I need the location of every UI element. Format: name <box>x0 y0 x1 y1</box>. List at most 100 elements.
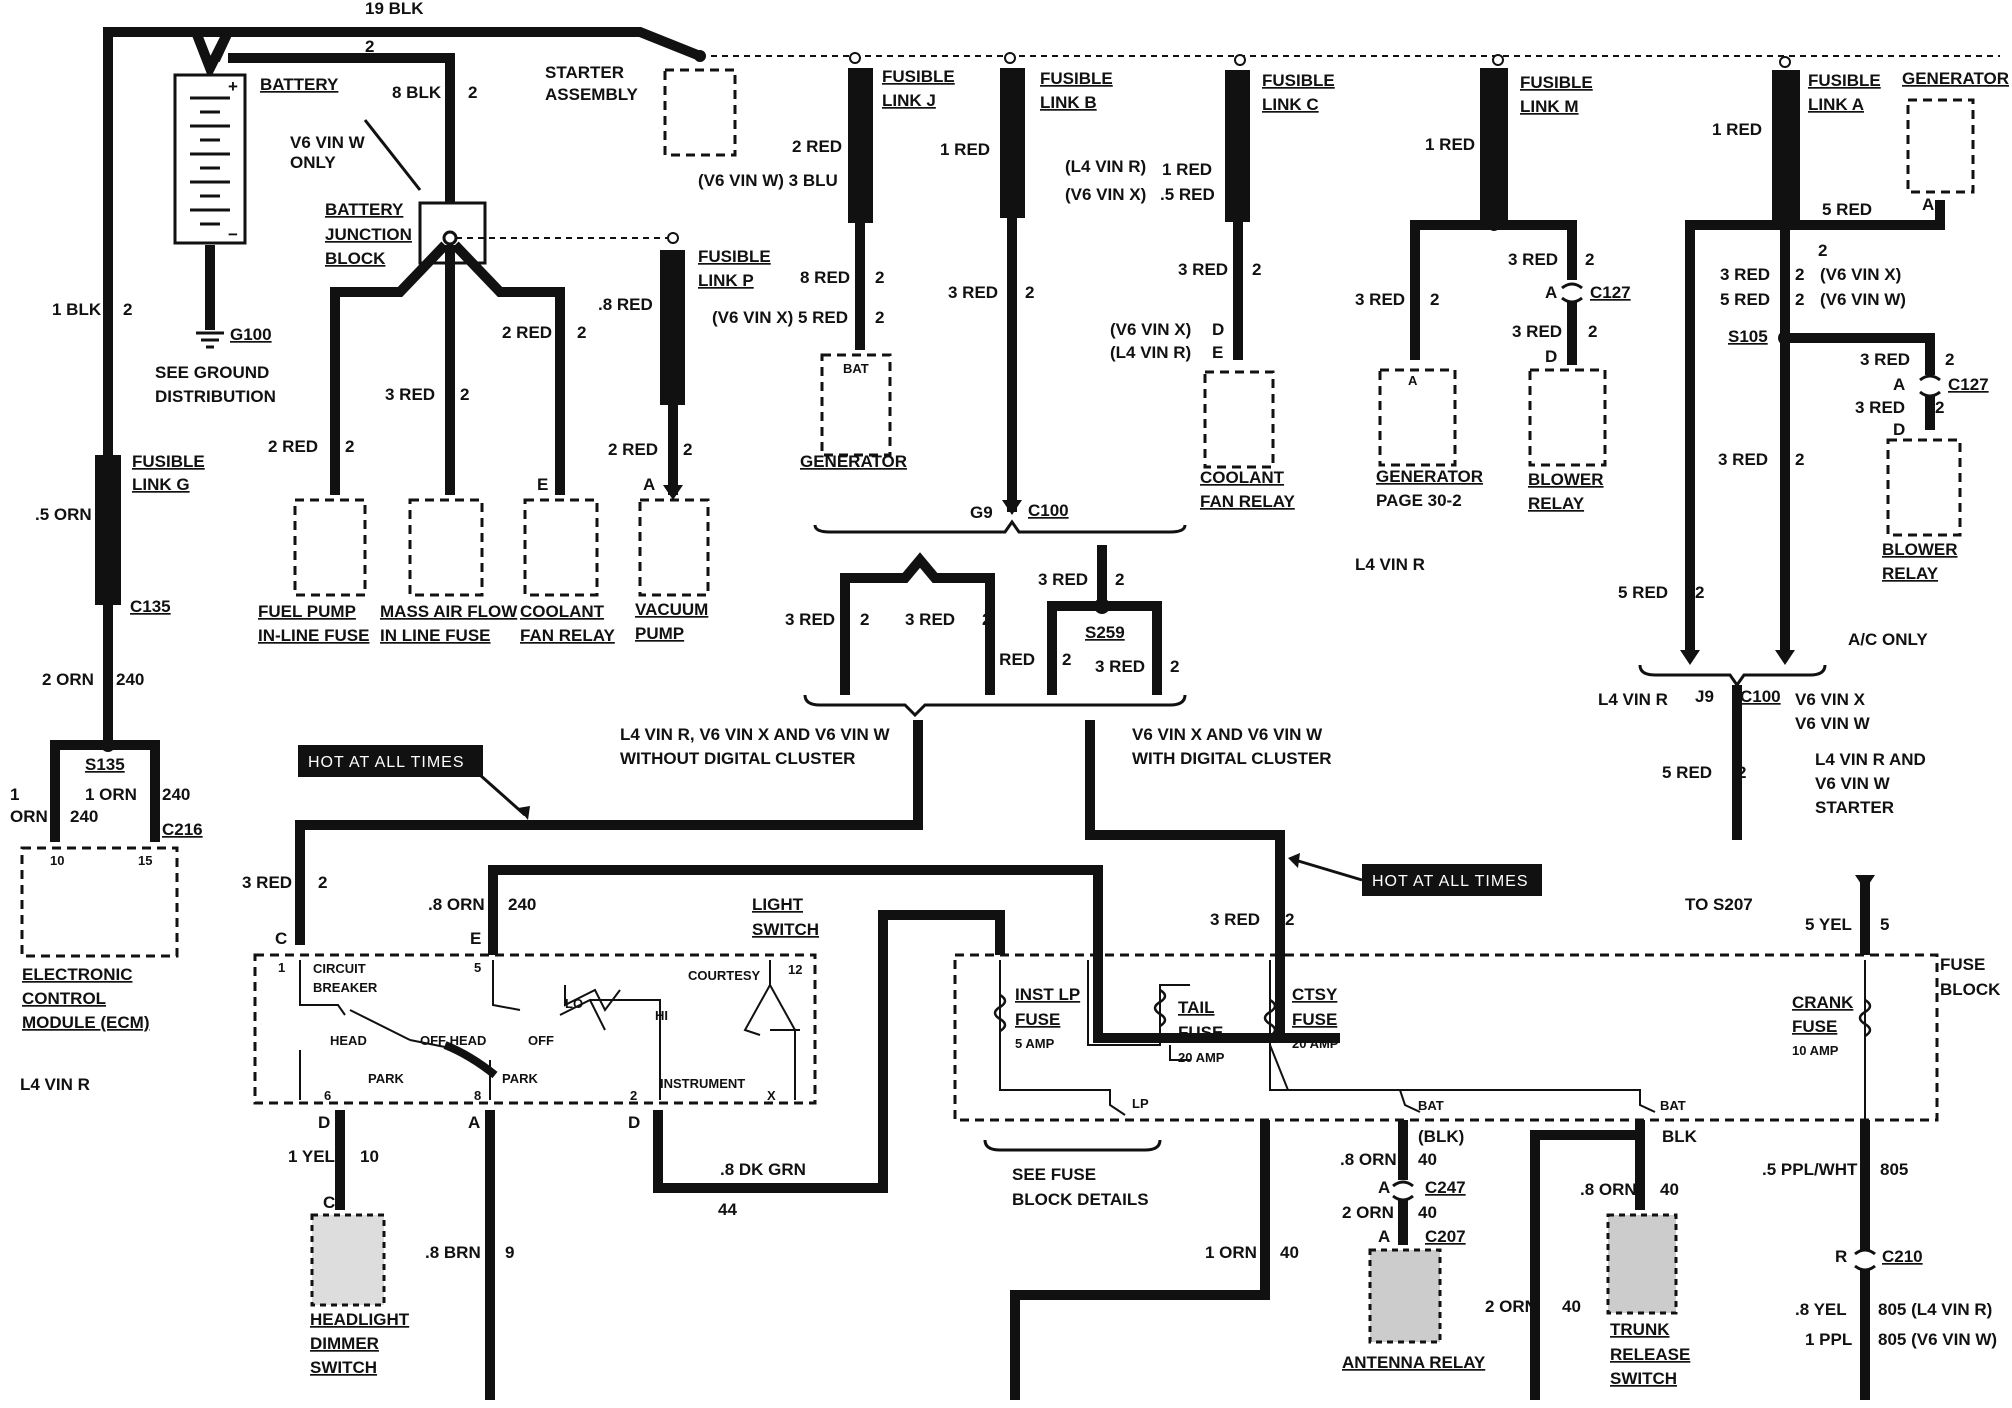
l4-vin-r-note: (L4 VIN R) <box>1065 157 1146 176</box>
wire-3-red: 3 RED <box>1855 398 1905 417</box>
wire-3-red: 3 RED <box>985 650 1035 669</box>
head-label: HEAD <box>330 1033 367 1048</box>
wire-gauge: 240 <box>70 807 98 826</box>
pin-5: 5 <box>474 960 481 975</box>
tail-fuse-label: FUSE <box>1178 1023 1223 1042</box>
pin-c: C <box>275 929 287 948</box>
crank-fuse-rating: 10 AMP <box>1792 1043 1839 1058</box>
pin-lp: LP <box>1132 1096 1149 1111</box>
connector-c127: C127 <box>1948 375 1989 394</box>
wire-3-red: 3 RED <box>1512 322 1562 341</box>
fusible-link-b-label: LINK B <box>1040 93 1097 112</box>
crank-fuse-label: CRANK <box>1792 993 1854 1012</box>
pin-a: A <box>643 475 655 494</box>
wire-gauge: 44 <box>718 1200 737 1219</box>
wire-gauge: 2 <box>1025 283 1034 302</box>
wire-gauge: 10 <box>360 1147 379 1166</box>
pin-a: A <box>1408 373 1418 388</box>
l4-vin-r-note: L4 VIN R <box>1355 555 1425 574</box>
wire-gauge: 2 <box>1588 322 1597 341</box>
wire-3-red: 3 RED <box>385 385 435 404</box>
wire-gauge: 2 <box>982 610 991 629</box>
pin-d: D <box>628 1113 640 1132</box>
connector-c127: C127 <box>1590 283 1631 302</box>
wire-gauge: 2 <box>1170 657 1179 676</box>
coolant-fan-relay-label: COOLANT <box>1200 468 1285 487</box>
wire-8-red: 8 RED <box>800 268 850 287</box>
pin-a: A <box>1893 375 1905 394</box>
v6-vin-x-note: V6 VIN X <box>1795 690 1866 709</box>
connector-c100: C100 <box>1028 501 1069 520</box>
pin-c: C <box>323 1193 335 1212</box>
without-digital-cluster-note: WITHOUT DIGITAL CLUSTER <box>620 749 855 768</box>
wire-5-red: 5 RED <box>1662 763 1712 782</box>
coolant-fan-relay-label: FAN RELAY <box>520 626 615 645</box>
fuel-pump-fuse-label: IN-LINE FUSE <box>258 626 369 645</box>
wire-gauge: 9 <box>505 1243 514 1262</box>
pin-2: 2 <box>630 1088 637 1103</box>
ground-g100: G100 <box>230 325 272 344</box>
hot-at-all-times-tag: HOT AT ALL TIMES <box>1372 873 1529 890</box>
wire-gauge: 40 <box>1280 1243 1299 1262</box>
inst-lp-fuse-rating: 5 AMP <box>1015 1036 1055 1051</box>
wire-gauge: 2 <box>468 83 477 102</box>
wire-gauge: 2 <box>123 300 132 319</box>
wire-gauge: 805 (V6 VIN W) <box>1878 1330 1997 1349</box>
trunk-release-switch-label: SWITCH <box>1610 1369 1677 1388</box>
pin-e: E <box>537 475 548 494</box>
wire-8-yel: .8 YEL <box>1795 1300 1847 1319</box>
pin-15: 15 <box>138 853 152 868</box>
with-digital-cluster-note: V6 VIN X AND V6 VIN W <box>1132 725 1323 744</box>
fuse-block-label: BLOCK <box>1940 980 2001 999</box>
courtesy-label: COURTESY <box>688 968 761 983</box>
wire-gauge: 2 <box>1935 398 1944 417</box>
wire-8-red: .8 RED <box>598 295 653 314</box>
wire-1-red: 1 RED <box>1162 160 1212 179</box>
generator-label: GENERATOR <box>1376 467 1483 486</box>
wire-2-orn: 2 ORN <box>42 670 94 689</box>
fusible-link-a-label: FUSIBLE <box>1808 71 1881 90</box>
pin-e: E <box>1212 343 1223 362</box>
l4-vin-r-note: L4 VIN R <box>20 1075 90 1094</box>
hot-at-all-times-tag: HOT AT ALL TIMES <box>308 754 465 771</box>
pin-r: R <box>1835 1247 1847 1266</box>
wire-gauge: 2 <box>318 873 327 892</box>
wire-5-red: .5 RED <box>1160 185 1215 204</box>
v6-vin-w-note: V6 VIN W <box>290 133 366 152</box>
wire-3-red: 3 RED <box>1095 657 1145 676</box>
fusible-link-m-label: LINK M <box>1520 97 1579 116</box>
wire-3-red: 3 RED <box>948 283 998 302</box>
blower-relay-label: RELAY <box>1528 494 1585 513</box>
wire-1-orn: 1 <box>10 785 19 804</box>
wire-5-red: 5 RED <box>1720 290 1770 309</box>
trunk-release-switch-label: TRUNK <box>1610 1320 1670 1339</box>
pin-d: D <box>1212 320 1224 339</box>
wire-gauge: 805 <box>1880 1160 1908 1179</box>
wire-2-orn: 2 ORN <box>1485 1297 1537 1316</box>
wire-gauge: 2 <box>1795 290 1804 309</box>
wire-5-orn: .5 ORN <box>35 505 92 524</box>
wire-gauge: 2 <box>1737 763 1746 782</box>
headlight-dimmer-switch-label: SWITCH <box>310 1358 377 1377</box>
v6-vin-w-note: V6 VIN W <box>1795 714 1871 733</box>
battery-label: BATTERY <box>260 75 339 94</box>
wire-gauge: 2 <box>1252 260 1261 279</box>
fusible-link-p-label: LINK P <box>698 271 754 290</box>
splice-s105: S105 <box>1728 327 1768 346</box>
fuse-block-label: FUSE <box>1940 955 1985 974</box>
off-label: OFF <box>528 1033 554 1048</box>
fusible-link-a-label: LINK A <box>1808 95 1864 114</box>
connector-c135: C135 <box>130 597 171 616</box>
generator-page-ref: PAGE 30-2 <box>1376 491 1462 510</box>
wire-gauge: 2 <box>1285 910 1294 929</box>
ctsy-fuse-rating: 20 AMP <box>1292 1036 1339 1051</box>
pin-1: 1 <box>278 960 285 975</box>
wire-gauge: 240 <box>162 785 190 804</box>
wire-gauge: 2 <box>1945 350 1954 369</box>
wire-gauge: 2 <box>1795 450 1804 469</box>
fusible-link-j-label: FUSIBLE <box>882 67 955 86</box>
battery-junction-block-label: JUNCTION <box>325 225 412 244</box>
coolant-fan-relay-label: FAN RELAY <box>1200 492 1295 511</box>
ecm-label: MODULE (ECM) <box>22 1013 149 1032</box>
fusible-link-c-label: LINK C <box>1262 95 1319 114</box>
